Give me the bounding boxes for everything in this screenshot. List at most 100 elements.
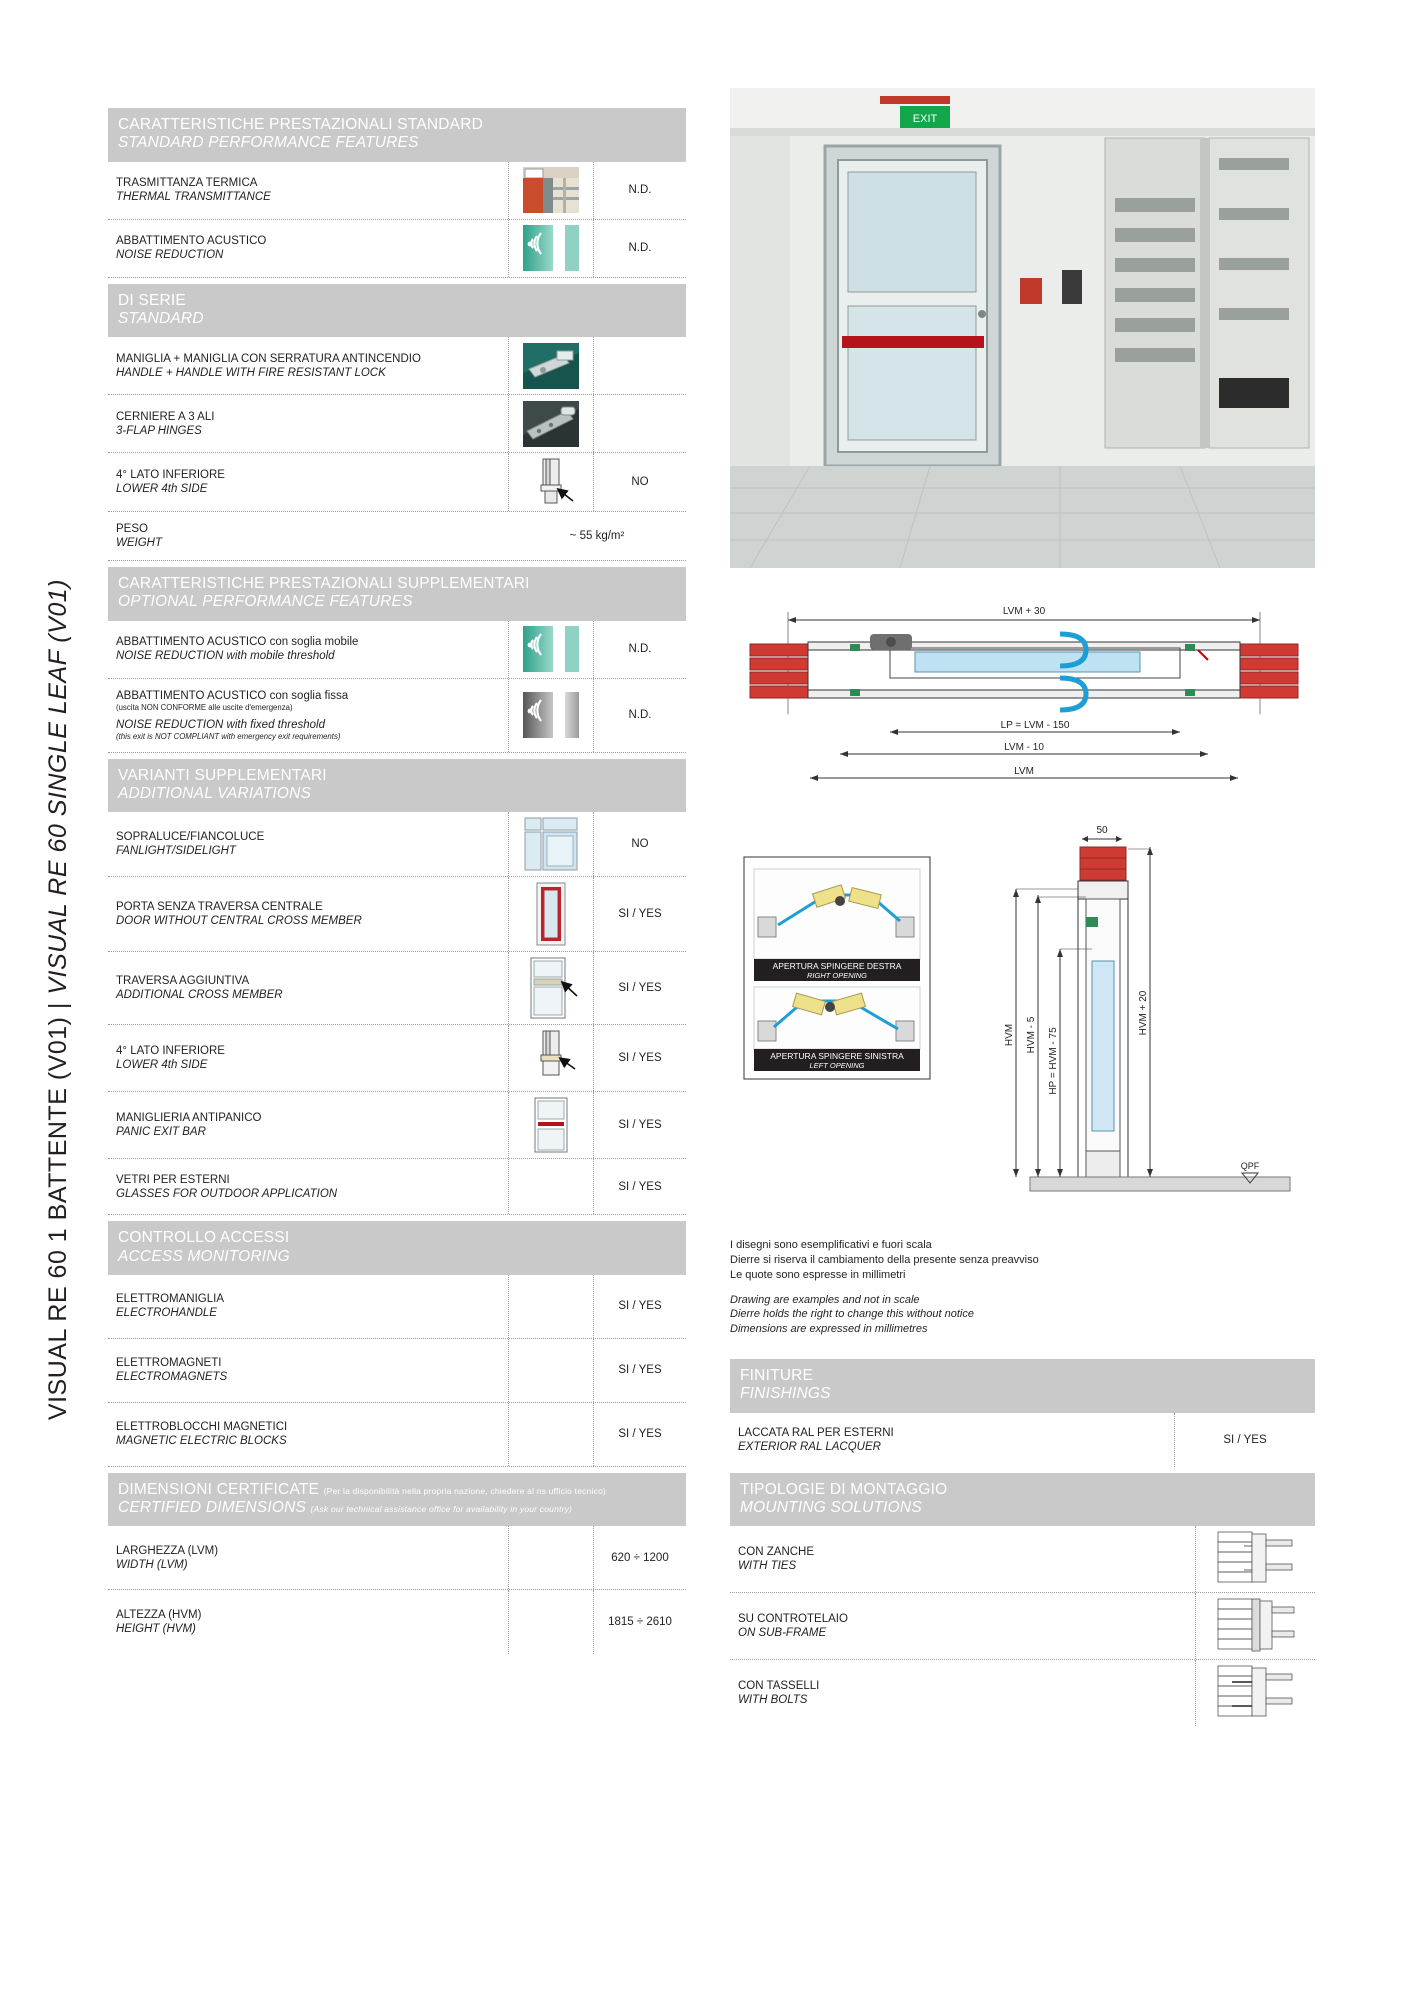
dim-hvm-plus-20: HVM + 20: [1138, 990, 1149, 1035]
section-title-en: ACCESS MONITORING: [118, 1247, 290, 1265]
row-label-en: NOISE REDUCTION with fixed threshold: [116, 718, 325, 731]
mounting-subframe-icon: [1195, 1593, 1315, 1660]
section-header-additional-variations: VARIANTI SUPPLEMENTARI ADDITIONAL VARIAT…: [108, 758, 686, 813]
row-value: NO: [631, 838, 649, 851]
row-value: N.D.: [628, 242, 652, 255]
row-label: ABBATTIMENTO ACUSTICO NOISE REDUCTION: [108, 220, 508, 277]
section-title-it-sub: (Per la disponibilità nella propria nazi…: [323, 1485, 607, 1496]
row-label-it: ABBATTIMENTO ACUSTICO: [116, 235, 267, 248]
row-label-it: ALTEZZA (HVM): [116, 1609, 202, 1622]
noise-reduction-grey-icon: [508, 678, 594, 752]
vertical-title-en: VISUAL RE 60 SINGLE LEAF (V01): [43, 579, 72, 996]
dim-lvm-10: LVM - 10: [1004, 742, 1044, 753]
row-label-it: LARGHEZZA (LVM): [116, 1544, 219, 1557]
row-label-en: DOOR WITHOUT CENTRAL CROSS MEMBER: [116, 915, 362, 928]
row-label: TRASMITTANZA TERMICA THERMAL TRANSMITTAN…: [108, 162, 508, 219]
table-row: PESO WEIGHT ~ 55 kg/m²: [108, 512, 686, 562]
row-label-it: MANIGLIA + MANIGLIA CON SERRATURA ANTINC…: [116, 352, 421, 365]
row-label: CERNIERE A 3 ALI 3-FLAP HINGES: [108, 395, 508, 452]
empty-icon-cell: [508, 1338, 594, 1402]
row-label-it: 4° LATO INFERIORE: [116, 1045, 225, 1058]
legend-left-it: APERTURA SPINGERE SINISTRA: [770, 1051, 904, 1061]
row-value: SI / YES: [1223, 1433, 1267, 1446]
row-label: TRAVERSA AGGIUNTIVA ADDITIONAL CROSS MEM…: [108, 952, 508, 1024]
legend-right-it: APERTURA SPINGERE DESTRA: [773, 961, 902, 971]
row-label-en: EXTERIOR RAL LACQUER: [738, 1440, 881, 1453]
mounting-ties-icon: [1195, 1526, 1315, 1593]
empty-icon-cell: [508, 1590, 594, 1655]
row-label: ELETTROBLOCCHI MAGNETICI MAGNETIC ELECTR…: [108, 1403, 508, 1466]
dim-hvm: HVM: [1004, 1024, 1015, 1046]
row-label-it: PESO: [116, 523, 148, 536]
row-value: SI / YES: [618, 982, 662, 995]
row-value: SI / YES: [618, 1180, 662, 1193]
row-label-it: ELETTROMAGNETI: [116, 1357, 222, 1370]
section-title-en: MOUNTING SOLUTIONS: [740, 1498, 922, 1516]
row-label-it: VETRI PER ESTERNI: [116, 1173, 230, 1186]
table-row: 4° LATO INFERIORE LOWER 4th SIDE SI / YE…: [108, 1025, 686, 1093]
left-specifications-column: CARATTERISTICHE PRESTAZIONALI STANDARD S…: [108, 108, 686, 1655]
section-title-it-main: DIMENSIONI CERTIFICATE: [118, 1480, 320, 1498]
note-it-2: Dierre si riserva il cambiamento della p…: [730, 1253, 1039, 1266]
section-header-mounting-solutions: TIPOLOGIE DI MONTAGGIO MOUNTING SOLUTION…: [730, 1472, 1315, 1527]
additional-crossmember-icon: [508, 952, 594, 1025]
section-title-it: VARIANTI SUPPLEMENTARI: [118, 766, 327, 784]
section-header-finishings: FINITURE FINISHINGS: [730, 1359, 1315, 1413]
row-label-en: ADDITIONAL CROSS MEMBER: [116, 989, 283, 1002]
dim-hvm-5: HVM - 5: [1026, 1016, 1037, 1053]
section-header-di-serie: DI SERIE STANDARD: [108, 283, 686, 338]
thermal-transmittance-icon: [508, 161, 594, 219]
table-row: TRAVERSA AGGIUNTIVA ADDITIONAL CROSS MEM…: [108, 952, 686, 1026]
note-en-1: Drawing are examples and not in scale: [730, 1293, 920, 1306]
section-title-it: TIPOLOGIE DI MONTAGGIO: [740, 1480, 948, 1498]
table-row: ABBATTIMENTO ACUSTICO con soglia fissa (…: [108, 678, 686, 753]
row-value: SI / YES: [618, 1300, 662, 1313]
svg-text:EXIT: EXIT: [913, 113, 938, 125]
row-label-en: WIDTH (LVM): [116, 1558, 188, 1571]
row-label-en: ON SUB-FRAME: [738, 1627, 827, 1640]
row-value: NO: [631, 476, 649, 489]
table-row: LACCATA RAL PER ESTERNI EXTERIOR RAL LAC…: [730, 1412, 1315, 1467]
row-value: [594, 395, 686, 452]
row-label: ELETTROMAGNETI ELECTROMAGNETS: [108, 1339, 508, 1402]
row-label-it: ABBATTIMENTO ACUSTICO con soglia mobile: [116, 636, 359, 649]
row-label-en: 3-FLAP HINGES: [116, 424, 202, 437]
row-label-en: ELECTROMAGNETS: [116, 1371, 228, 1384]
lower-4th-side-arrow-icon: [508, 1025, 594, 1092]
table-row: ELETTROMANIGLIA ELECTROHANDLE SI / YES: [108, 1274, 686, 1339]
vertical-title-it: VISUAL RE 60 1 BATTENTE (V01) |: [43, 995, 72, 1421]
lower-4th-side-icon: [508, 453, 594, 512]
row-label-it: 4° LATO INFERIORE: [116, 469, 225, 482]
row-label-it: MANIGLIERIA ANTIPANICO: [116, 1112, 262, 1125]
section-header-standard-performance: CARATTERISTICHE PRESTAZIONALI STANDARD S…: [108, 108, 686, 162]
section-title-it: CARATTERISTICHE PRESTAZIONALI SUPPLEMENT…: [118, 575, 530, 593]
row-label: 4° LATO INFERIORE LOWER 4th SIDE: [108, 1025, 508, 1091]
table-row: CON ZANCHE WITH TIES: [730, 1526, 1315, 1594]
row-label-en: HANDLE + HANDLE WITH FIRE RESISTANT LOCK: [116, 366, 386, 379]
section-header-certified-dimensions: DIMENSIONI CERTIFICATE (Per la disponibi…: [108, 1472, 686, 1527]
row-label: MANIGLIA + MANIGLIA CON SERRATURA ANTINC…: [108, 337, 508, 394]
row-label-it: CON ZANCHE: [738, 1546, 815, 1559]
note-en-3: Dimensions are expressed in millimetres: [730, 1323, 928, 1336]
row-label-en: MAGNETIC ELECTRIC BLOCKS: [116, 1435, 287, 1448]
row-label: PORTA SENZA TRAVERSA CENTRALE DOOR WITHO…: [108, 877, 508, 951]
row-value: SI / YES: [618, 1364, 662, 1377]
right-illustrations-column: EXIT: [730, 88, 1315, 1727]
row-label: PESO WEIGHT: [108, 512, 508, 560]
section-header-optional-performance: CARATTERISTICHE PRESTAZIONALI SUPPLEMENT…: [108, 567, 686, 621]
row-label-en: FANLIGHT/SIDELIGHT: [116, 845, 236, 858]
row-label: ABBATTIMENTO ACUSTICO con soglia fissa (…: [108, 679, 508, 752]
row-label-en: GLASSES FOR OUTDOOR APPLICATION: [116, 1187, 338, 1200]
row-label-it: PORTA SENZA TRAVERSA CENTRALE: [116, 901, 323, 914]
section-title-en: FINISHINGS: [740, 1385, 831, 1403]
row-value: 1815 ÷ 2610: [608, 1616, 672, 1629]
row-value: SI / YES: [618, 1119, 662, 1132]
panic-bar-icon: [508, 1092, 594, 1159]
section-title-it: DIMENSIONI CERTIFICATE (Per la disponibi…: [118, 1481, 676, 1499]
row-label-it: ABBATTIMENTO ACUSTICO con soglia fissa: [116, 690, 349, 703]
table-row: PORTA SENZA TRAVERSA CENTRALE DOOR WITHO…: [108, 877, 686, 953]
noise-reduction-icon: [508, 219, 594, 277]
empty-icon-cell: [508, 1526, 594, 1590]
section-title-en: STANDARD: [118, 309, 204, 327]
row-label: CON ZANCHE WITH TIES: [730, 1526, 1195, 1592]
